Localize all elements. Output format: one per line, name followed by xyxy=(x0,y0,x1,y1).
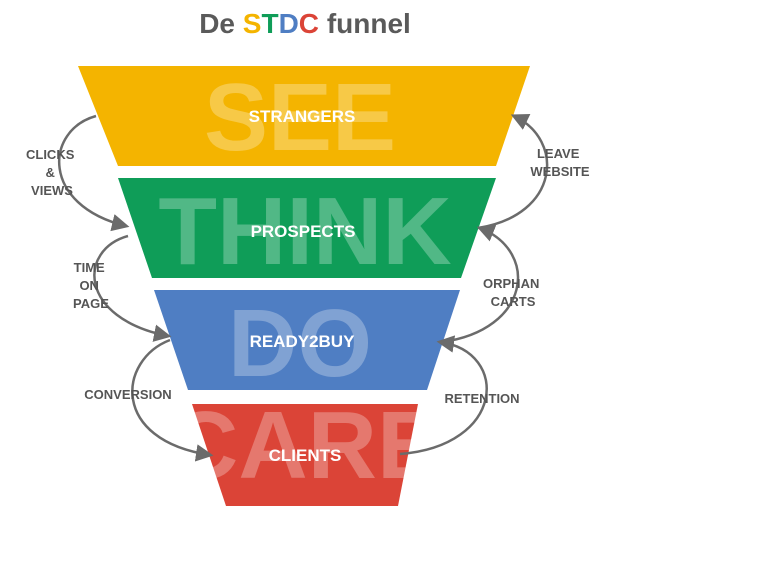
left-arrow-3 xyxy=(131,338,214,462)
title-prefix: De xyxy=(199,8,235,39)
tier-think-shape xyxy=(118,178,496,278)
title-letter-s: S xyxy=(242,8,262,39)
title-letter-c: C xyxy=(298,8,320,39)
right-arrow-2 xyxy=(441,225,520,344)
tier-see-shape xyxy=(78,66,530,166)
tier-care: CARE CLIENTS xyxy=(169,392,441,506)
left-label-time-on-page: TIME ON PAGE xyxy=(73,260,109,311)
right-arrow-1 xyxy=(477,114,549,230)
left-arrow-1 xyxy=(57,114,130,232)
title-letter-t: T xyxy=(261,8,279,39)
tier-think-label: PROSPECTS xyxy=(251,222,356,241)
left-label-clicks-views: CLICKS & VIEWS xyxy=(26,147,78,198)
right-label-leave-website: LEAVE WEBSITE xyxy=(530,146,590,179)
tier-care-word: CARE xyxy=(169,392,441,499)
tier-do-word: DO xyxy=(228,290,372,397)
right-label-orphan-carts: ORPHAN CARTS xyxy=(483,276,543,309)
diagram-title: De STDC funnel xyxy=(0,8,610,40)
tier-see-label: STRANGERS xyxy=(249,107,356,126)
tier-think-word: THINK xyxy=(158,178,451,285)
left-arrow-2 xyxy=(93,234,172,342)
tier-see: SEE STRANGERS xyxy=(78,64,530,171)
right-label-retention: RETENTION xyxy=(444,391,519,406)
tier-do-label: READY2BUY xyxy=(250,332,356,351)
tier-do: DO READY2BUY xyxy=(154,290,460,397)
title-suffix: funnel xyxy=(326,8,411,39)
tier-care-shape xyxy=(192,404,418,506)
title-letter-d: D xyxy=(278,8,299,39)
tier-do-shape xyxy=(154,290,460,390)
left-label-conversion: CONVERSION xyxy=(84,387,171,402)
tier-think: THINK PROSPECTS xyxy=(118,178,496,285)
right-arrow-3 xyxy=(399,335,488,456)
tier-care-label: CLIENTS xyxy=(269,446,342,465)
tier-see-word: SEE xyxy=(204,64,396,171)
